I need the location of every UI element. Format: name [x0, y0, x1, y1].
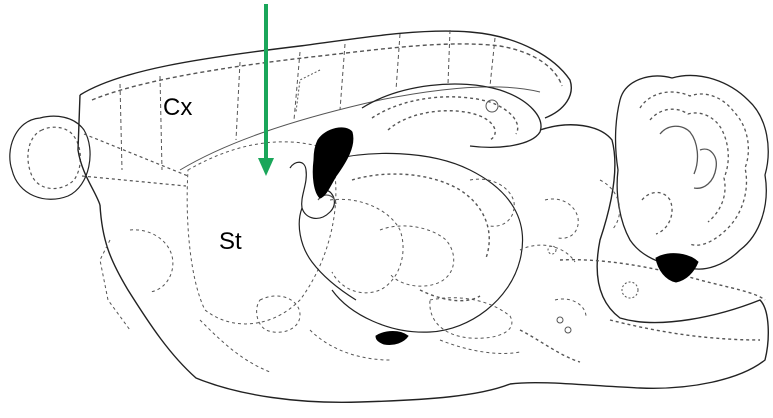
striatum-label: St	[219, 230, 242, 254]
ventricles	[313, 128, 698, 345]
cortex-label: Cx	[163, 96, 192, 120]
cerebellum	[616, 75, 769, 269]
injection-arrow	[258, 4, 274, 176]
brain-outline	[78, 31, 768, 402]
subcortical-structures	[100, 142, 586, 372]
third-ventricle-ventral	[376, 332, 408, 345]
lateral-ventricle	[313, 128, 353, 198]
